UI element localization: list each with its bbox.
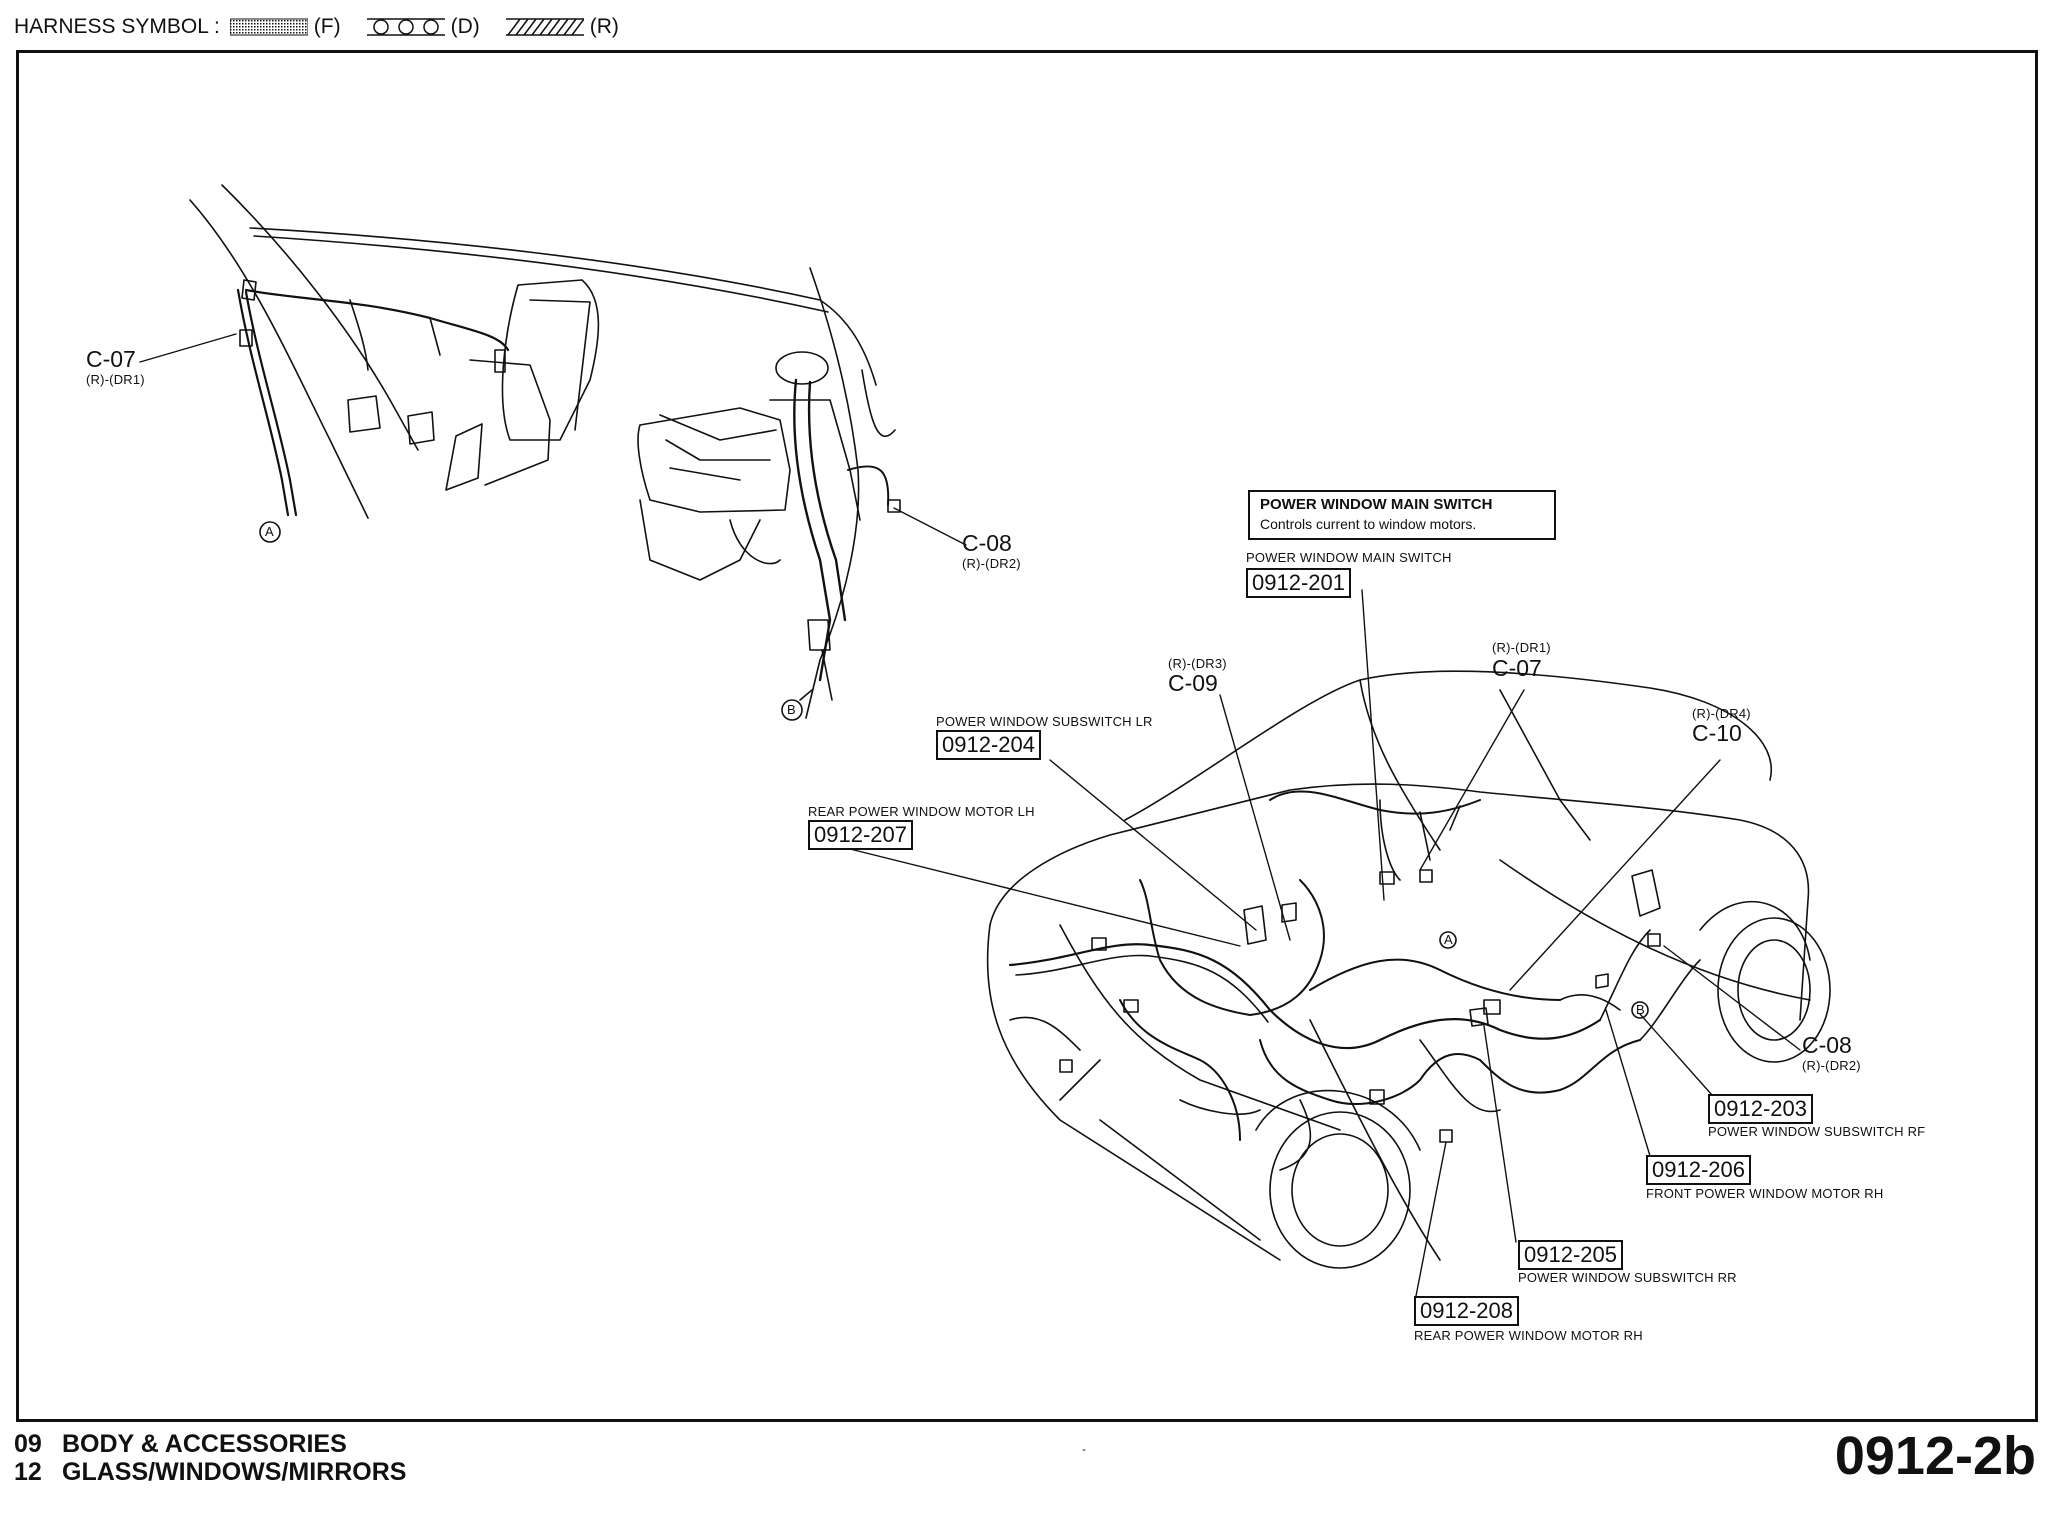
- car-c09-code: C-09: [1168, 670, 1218, 696]
- dotted-harness-symbol: [229, 18, 308, 36]
- callout-description: Controls current to window motors.: [1260, 516, 1477, 532]
- component-name-203: POWER WINDOW SUBSWITCH RF: [1708, 1124, 1926, 1139]
- car-c09-sub: (R)-(DR3): [1168, 656, 1227, 671]
- footer-mark: -: [1082, 1442, 1086, 1456]
- legend-code-d: (D): [450, 15, 480, 38]
- component-name-207: REAR POWER WINDOW MOTOR LH: [808, 804, 1035, 819]
- car-c08-code: C-08: [1802, 1032, 1852, 1058]
- circles-harness-symbol: [366, 18, 445, 36]
- car-c10-sub: (R)-(DR4): [1692, 706, 1751, 721]
- car-point-a: A: [1444, 932, 1453, 947]
- component-ref-206[interactable]: 0912-206: [1646, 1155, 1751, 1185]
- legend-code-r: (R): [589, 15, 619, 38]
- diagram-frame: [16, 50, 2038, 1422]
- component-name-208: REAR POWER WINDOW MOTOR RH: [1414, 1328, 1643, 1343]
- top-c08-code: C-08: [962, 530, 1012, 556]
- section-title: 09 BODY & ACCESSORIES 12 GLASS/WINDOWS/MIR…: [14, 1430, 406, 1486]
- component-ref-203[interactable]: 0912-203: [1708, 1094, 1813, 1124]
- section-name: BODY & ACCESSORIES: [62, 1430, 347, 1458]
- component-name-204: POWER WINDOW SUBSWITCH LR: [936, 714, 1153, 729]
- component-name-206: FRONT POWER WINDOW MOTOR RH: [1646, 1186, 1884, 1201]
- top-point-a: A: [265, 524, 274, 539]
- legend-code-f: (F): [313, 15, 341, 38]
- car-c08-sub: (R)-(DR2): [1802, 1058, 1861, 1073]
- car-c10-code: C-10: [1692, 720, 1742, 746]
- subsection-name: GLASS/WINDOWS/MIRRORS: [62, 1458, 407, 1486]
- car-c07-sub: (R)-(DR1): [1492, 640, 1551, 655]
- component-ref-207[interactable]: 0912-207: [808, 820, 913, 850]
- legend-label: HARNESS SYMBOL :: [14, 15, 220, 38]
- component-ref-204[interactable]: 0912-204: [936, 730, 1041, 760]
- page-number: 0912-2b: [1834, 1426, 2036, 1486]
- component-name-201: POWER WINDOW MAIN SWITCH: [1246, 550, 1452, 565]
- component-name-205: POWER WINDOW SUBSWITCH RR: [1518, 1270, 1737, 1285]
- top-point-b: B: [787, 702, 796, 717]
- component-ref-208[interactable]: 0912-208: [1414, 1296, 1519, 1326]
- harness-symbol-legend: HARNESS SYMBOL : (F) (D) (R): [14, 12, 645, 42]
- car-c07-code: C-07: [1492, 655, 1542, 681]
- subsection-number: 12: [14, 1458, 42, 1486]
- hatched-harness-symbol: [505, 18, 584, 36]
- vehicle-view: [845, 589, 1831, 1297]
- component-ref-205[interactable]: 0912-205: [1518, 1240, 1623, 1270]
- top-c07-sub: (R)-(DR1): [86, 372, 145, 387]
- dashboard-view: [139, 184, 967, 721]
- main-switch-callout: POWER WINDOW MAIN SWITCH Controls curren…: [1248, 490, 1556, 540]
- top-c07-code: C-07: [86, 346, 136, 372]
- component-ref-201[interactable]: 0912-201: [1246, 568, 1351, 598]
- section-number: 09: [14, 1430, 42, 1458]
- top-c08-sub: (R)-(DR2): [962, 556, 1021, 571]
- car-point-b: B: [1636, 1002, 1645, 1017]
- callout-title: POWER WINDOW MAIN SWITCH: [1260, 496, 1493, 513]
